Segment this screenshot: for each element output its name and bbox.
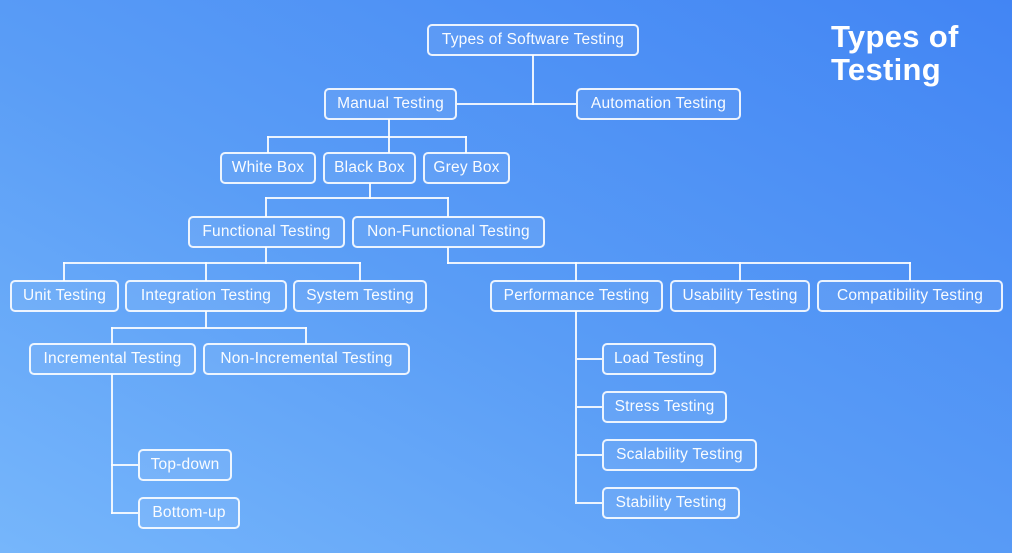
connector-stub-functional	[265, 197, 267, 217]
connector-stub-black-box	[388, 136, 390, 153]
node-stress-testing: Stress Testing	[602, 391, 727, 423]
node-compatibility-testing: Compatibility Testing	[817, 280, 1003, 312]
poster-title: Types of Testing	[831, 20, 959, 86]
node-functional-testing: Functional Testing	[188, 216, 345, 248]
connector-stub-non-incremental	[305, 327, 307, 344]
node-manual-testing: Manual Testing	[324, 88, 457, 120]
node-system-testing: System Testing	[293, 280, 427, 312]
connector-stub-non-functional	[447, 197, 449, 217]
node-scalability-testing: Scalability Testing	[602, 439, 757, 471]
connector-performance-drop	[575, 311, 577, 504]
connector-incremental-drop	[111, 374, 113, 514]
connector-stub-scalability	[577, 454, 602, 456]
node-types-of-software-testing: Types of Software Testing	[427, 24, 639, 56]
connector-stub-bottom-up	[111, 512, 138, 514]
connector-stub-integration	[205, 262, 207, 281]
connector-stub-load	[577, 358, 602, 360]
node-unit-testing: Unit Testing	[10, 280, 119, 312]
connector-stub-white-box	[267, 136, 269, 153]
node-top-down: Top-down	[138, 449, 232, 481]
connector-row2-bar	[457, 103, 576, 105]
connector-row4-bar	[265, 197, 449, 199]
poster-title-line2: Testing	[831, 52, 942, 87]
node-white-box: White Box	[220, 152, 316, 184]
connector-stub-stress	[577, 406, 602, 408]
connector-stub-system	[359, 262, 361, 281]
connector-stub-top-down	[111, 464, 138, 466]
connector-stub-unit	[63, 262, 65, 281]
connector-black-box-drop	[369, 183, 371, 199]
connector-row6-bar	[111, 327, 307, 329]
connector-row5-left-bar	[63, 262, 361, 264]
node-black-box: Black Box	[323, 152, 416, 184]
node-load-testing: Load Testing	[602, 343, 716, 375]
connector-stub-stability	[577, 502, 602, 504]
connector-row5-right-bar	[447, 262, 911, 264]
node-integration-testing: Integration Testing	[125, 280, 287, 312]
node-grey-box: Grey Box	[423, 152, 510, 184]
connector-stub-usability	[739, 262, 741, 281]
node-automation-testing: Automation Testing	[576, 88, 741, 120]
node-performance-testing: Performance Testing	[490, 280, 663, 312]
node-non-incremental-testing: Non-Incremental Testing	[203, 343, 410, 375]
connector-stub-incremental	[111, 327, 113, 344]
connector-stub-performance	[575, 262, 577, 281]
connector-integration-drop	[205, 311, 207, 328]
connector-non-functional-drop	[447, 247, 449, 264]
connector-row3-bar	[267, 136, 467, 138]
connector-stub-grey-box	[465, 136, 467, 153]
node-bottom-up: Bottom-up	[138, 497, 240, 529]
node-usability-testing: Usability Testing	[670, 280, 810, 312]
connector-manual-drop	[388, 119, 390, 138]
node-stability-testing: Stability Testing	[602, 487, 740, 519]
connector-stub-compatibility	[909, 262, 911, 281]
connector-functional-drop	[265, 247, 267, 264]
poster-title-line1: Types of	[831, 19, 959, 54]
node-non-functional-testing: Non-Functional Testing	[352, 216, 545, 248]
node-incremental-testing: Incremental Testing	[29, 343, 196, 375]
connector-root-drop	[532, 55, 534, 105]
